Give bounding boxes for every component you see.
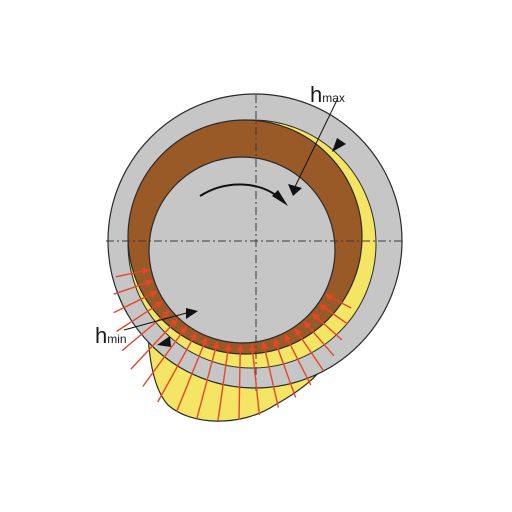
pressure-arrow-icon xyxy=(196,341,220,419)
hmin-dimension xyxy=(123,308,198,347)
pressure-arrow-icon xyxy=(175,337,208,412)
center-lines xyxy=(106,95,402,392)
pressure-arrow-icon xyxy=(273,338,297,398)
shaft xyxy=(148,156,336,344)
pressure-arrow-icon xyxy=(115,267,150,278)
curved-rotation-arrow-icon xyxy=(199,183,288,206)
hmin-label: hmin xyxy=(95,323,127,348)
pressure-arrow-icon xyxy=(113,279,153,295)
pressure-arrow-icon xyxy=(121,310,170,352)
pressure-arrow-icon xyxy=(142,326,187,387)
hmax-arrow-upper-icon xyxy=(332,138,346,152)
pressure-arrow-icon xyxy=(249,343,261,416)
hmin-arrow-upper-icon xyxy=(186,308,198,319)
pressure-arrow-icon xyxy=(113,290,158,314)
pressure-arrow-icon xyxy=(217,343,232,421)
hmin-arrow-lower-icon xyxy=(157,336,171,347)
pressure-arrow-icon xyxy=(284,333,312,386)
hmax-arrow-lower-icon xyxy=(288,184,302,196)
pressure-arrow-icon xyxy=(294,328,325,372)
pressure-arrow-icon xyxy=(130,318,178,370)
pressure-arrow-icon xyxy=(236,344,244,420)
pressure-arrow-icon xyxy=(319,303,348,325)
hmax-dimension xyxy=(288,97,346,196)
pressure-arrow-icon xyxy=(157,332,197,403)
pressure-arrow-icon xyxy=(303,321,335,357)
pressure-arrow-icon xyxy=(261,341,280,408)
pressure-arrow-icon xyxy=(325,293,352,309)
pressure-arrow-icon xyxy=(312,313,343,341)
pressure-arrows xyxy=(113,267,352,421)
pressure-arrow-icon xyxy=(116,301,163,333)
hmax-label: hmax xyxy=(310,82,345,107)
